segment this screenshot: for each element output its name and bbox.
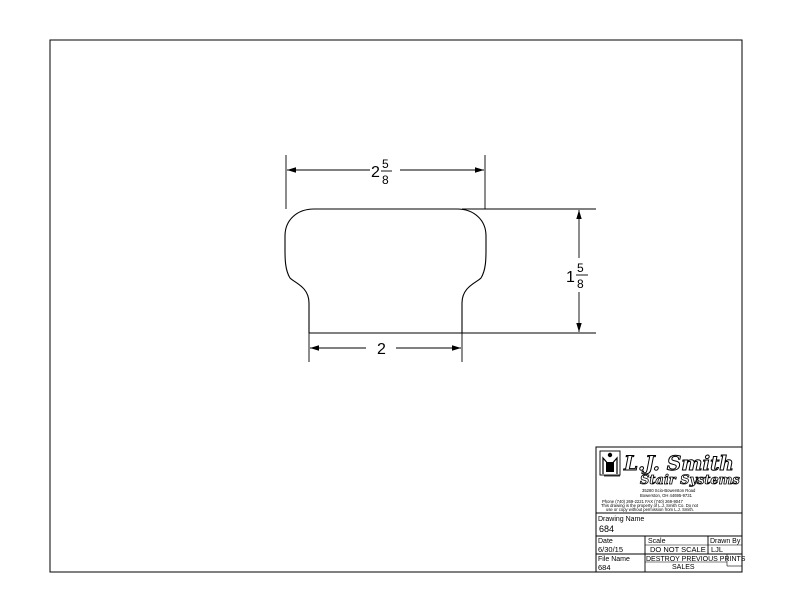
company-logo: L.J. Smith Stair Systems	[599, 451, 741, 488]
date-value: 6/30/15	[598, 545, 623, 554]
company-subtitle: Stair Systems	[640, 473, 740, 488]
dim-top-whole: 2	[371, 164, 380, 181]
dimension-top	[285, 155, 486, 209]
drawing-name-value: 684	[599, 524, 614, 534]
date-label: Date	[598, 538, 613, 545]
drawn-by-value: LJL	[711, 545, 723, 554]
dim-right-numerator: 5	[577, 261, 584, 275]
address-line-1: 35280 Scio-Bowerston Road	[642, 488, 696, 493]
title-block: L.J. Smith Stair Systems 35280 Scio-Bowe…	[595, 446, 746, 573]
sales-note: SALES	[672, 564, 695, 571]
file-name-value: 684	[598, 563, 611, 572]
company-name: L.J. Smith	[623, 451, 734, 475]
drawn-by-label: Drawn By	[710, 538, 741, 545]
drawing-name-label: Drawing Name	[598, 516, 644, 523]
dim-right-whole: 1	[566, 269, 575, 286]
dim-right-denominator: 8	[577, 277, 584, 291]
dimension-bottom	[308, 333, 463, 362]
baluster-profile	[284, 208, 596, 334]
dim-top-denominator: 8	[382, 173, 389, 187]
address-line-2: Bowerston, OH 44695-9731	[640, 493, 693, 498]
dim-top-numerator: 5	[382, 157, 389, 171]
file-name-label: File Name	[598, 556, 630, 563]
sheet-border	[49, 39, 743, 573]
dim-bottom-value: 2	[377, 341, 386, 358]
notice-line-1: This drawing is the property of L.J. Smi…	[601, 503, 699, 508]
destroy-prints-note: DESTROY PREVIOUS PRINTS	[646, 556, 746, 563]
notice-line-2: use or copy without permission from L.J.…	[606, 507, 694, 512]
scale-label: Scale	[648, 538, 666, 545]
scale-value: DO NOT SCALE	[650, 545, 706, 554]
phone-line: Phone (740) 269-2221 FAX (740) 269-9047	[602, 499, 683, 504]
